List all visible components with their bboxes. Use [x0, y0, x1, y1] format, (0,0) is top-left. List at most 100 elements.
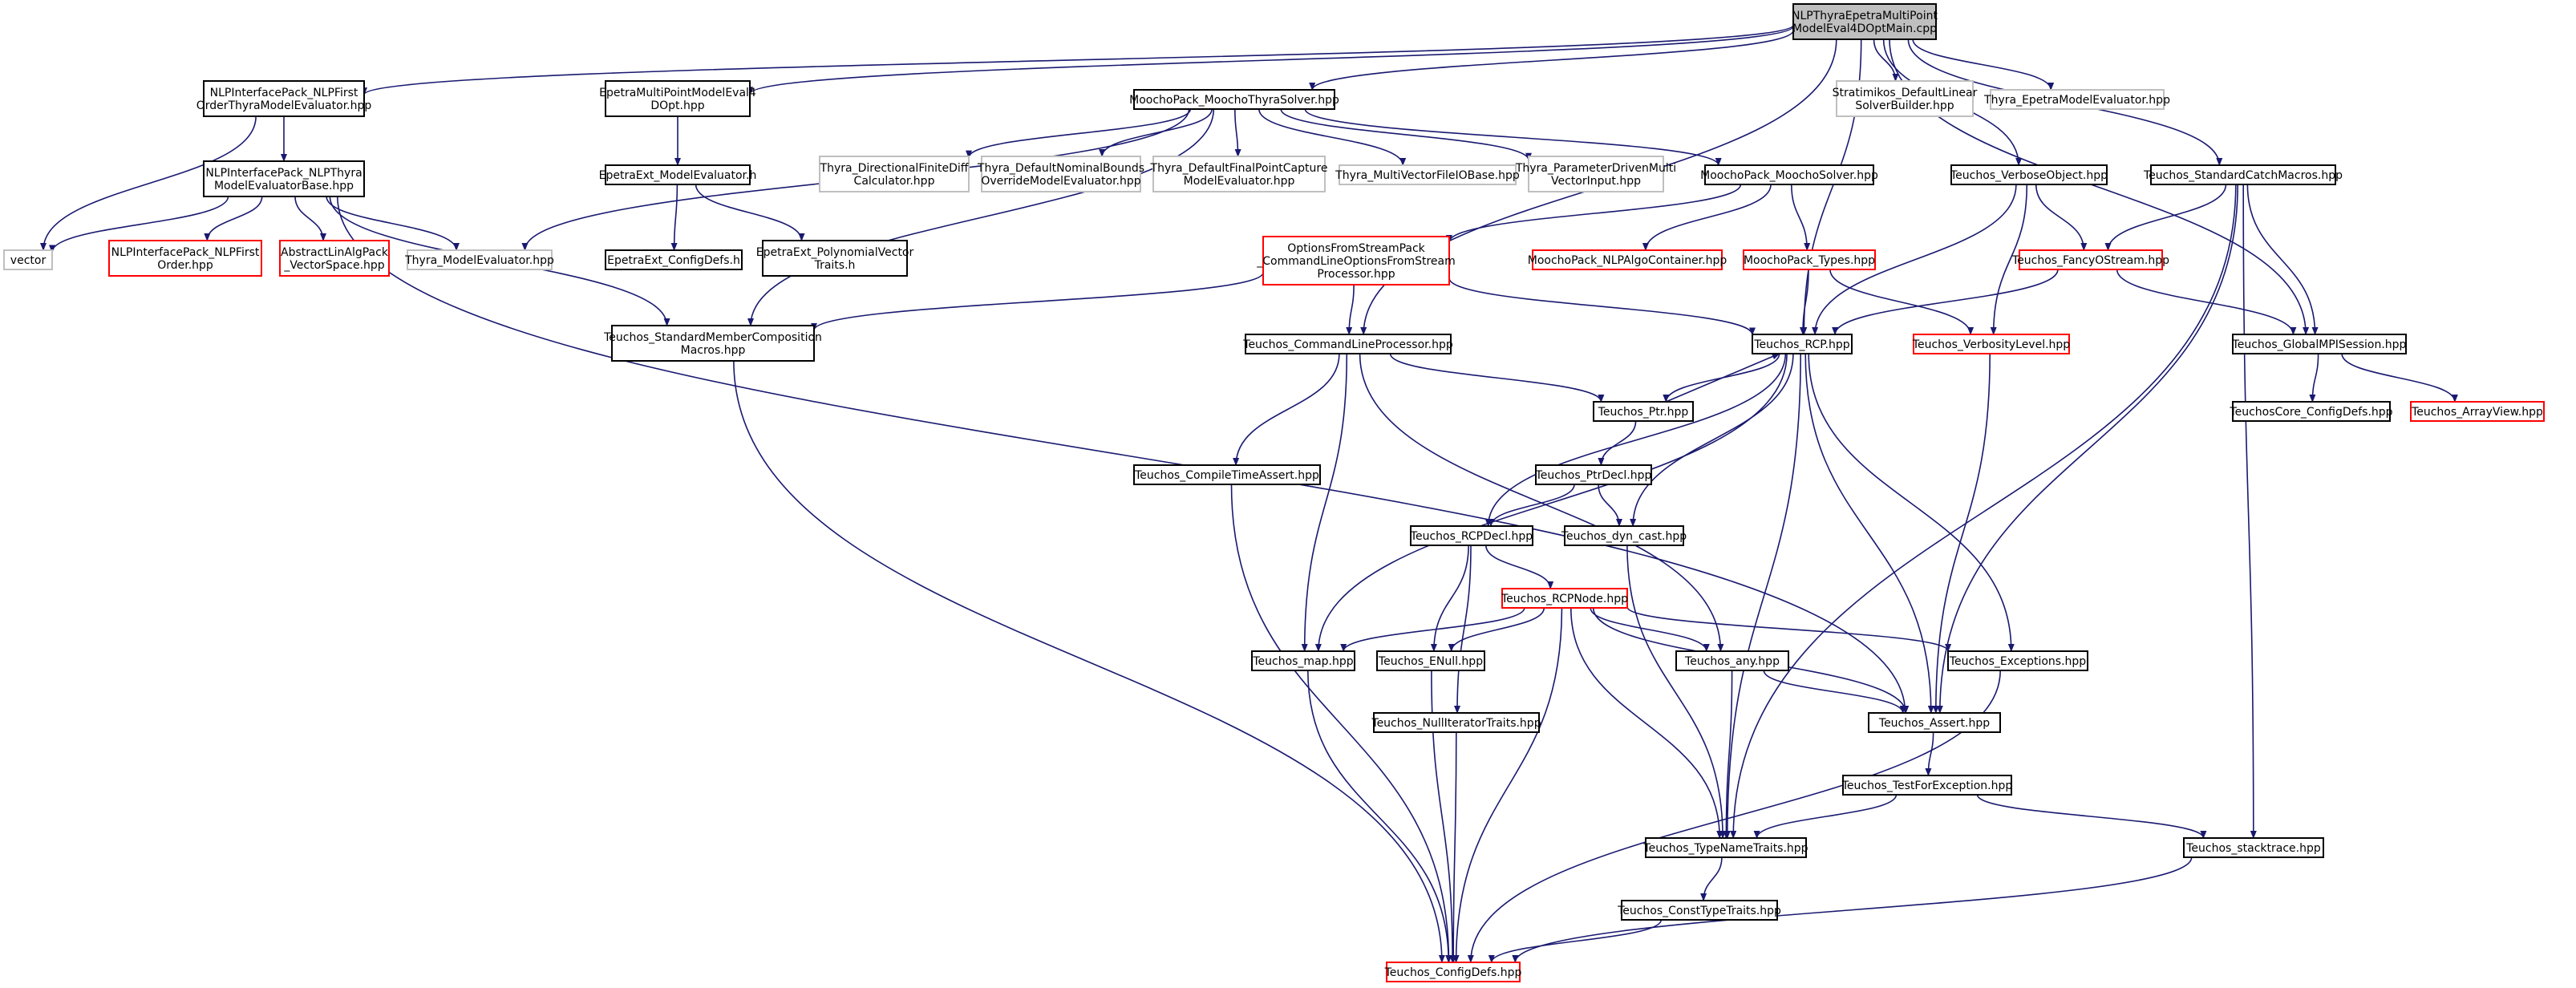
node-nlp-algo[interactable]: MoochoPack_NLPAlgoContainer.hpp — [1528, 249, 1727, 270]
node-ptr-decl[interactable]: Teuchos_PtrDecl.hpp — [1535, 464, 1652, 485]
node-label-line: Teuchos_VerbosityLevel.hpp — [1912, 338, 2071, 351]
node-stratimikos[interactable]: Stratimikos_DefaultLinearSolverBuilder.h… — [1833, 80, 1978, 117]
edge-rcp-to-type_name — [1723, 353, 1801, 839]
node-core-config[interactable]: TeuchosCore_ConfigDefs.hpp — [2229, 401, 2393, 422]
edge-nlp_thyra_base-to-abstract_linalg — [294, 196, 326, 241]
node-assert[interactable]: Teuchos_Assert.hpp — [1868, 712, 2001, 733]
edge-dyn_cast-to-type_name — [1626, 545, 1727, 839]
node-ptr[interactable]: Teuchos_Ptr.hpp — [1593, 401, 1694, 422]
node-options-stream[interactable]: OptionsFromStreamPack_CommandLineOptions… — [1256, 236, 1456, 285]
node-config-defs[interactable]: Teuchos_ConfigDefs.hpp — [1384, 962, 1522, 982]
node-thyra-epetra-me[interactable]: Thyra_EpetraModelEvaluator.hpp — [1983, 89, 2170, 110]
node-label-line: NLPThyraEpetraMultiPoint — [1792, 10, 1938, 22]
edge-nlp_thyra_base-to-vector — [49, 196, 229, 253]
node-null-iter[interactable]: Teuchos_NullIteratorTraits.hpp — [1371, 712, 1541, 733]
node-label-line: Teuchos_TestForException.hpp — [1841, 779, 2013, 792]
node-label-line: Teuchos_dyn_cast.hpp — [1561, 530, 1687, 543]
node-nlp-thyra-base[interactable]: NLPInterfacePack_NLPThyraModelEvaluatorB… — [203, 160, 365, 197]
edge-global_mpi-to-core_config — [2309, 353, 2319, 403]
edge-moocho_solver-to-options_stream — [1446, 184, 1742, 243]
node-label-line: _CommandLineOptionsFromStream — [1256, 255, 1456, 268]
node-label-line: Teuchos_ConstTypeTraits.hpp — [1617, 905, 1781, 917]
node-rcp-decl[interactable]: Teuchos_RCPDecl.hpp — [1410, 525, 1533, 546]
edge-moocho_solver-to-nlp_algo — [1642, 184, 1772, 251]
node-thyra-param[interactable]: Thyra_ParameterDrivenMultiVectorInput.hp… — [1515, 156, 1676, 192]
node-box — [2019, 249, 2163, 270]
node-box — [1704, 164, 1874, 185]
node-test-exc[interactable]: Teuchos_TestForException.hpp — [1841, 775, 2013, 796]
edge-options_stream-to-rcp — [1448, 277, 1756, 336]
node-box — [1133, 464, 1321, 485]
edge-rcp_node-to-exceptions — [1626, 606, 1951, 652]
node-box — [981, 156, 1141, 192]
node-const-type[interactable]: Teuchos_ConstTypeTraits.hpp — [1617, 900, 1781, 921]
node-moocho-solver[interactable]: MoochoPack_MoochoSolver.hpp — [1700, 164, 1878, 185]
node-vector[interactable]: vector — [3, 249, 53, 270]
node-box — [1245, 334, 1452, 354]
node-rcp[interactable]: Teuchos_RCP.hpp — [1752, 334, 1853, 354]
edge-assert-to-test_exc — [1925, 731, 1934, 776]
edge-ptr-to-rcp — [1665, 353, 1780, 403]
node-cmdline[interactable]: Teuchos_CommandLineProcessor.hpp — [1242, 334, 1453, 354]
node-root[interactable]: NLPThyraEpetraMultiPointModelEval4DOptMa… — [1792, 3, 1938, 40]
node-box — [1262, 236, 1450, 285]
node-fancy-ostream[interactable]: Teuchos_FancyOStream.hpp — [2011, 249, 2169, 270]
node-label-line: Calculator.hpp — [854, 175, 935, 188]
node-box — [1410, 525, 1533, 546]
node-thyra-me[interactable]: Thyra_ModelEvaluator.hpp — [404, 249, 554, 270]
node-thyra-def-final[interactable]: Thyra_DefaultFinalPointCaptureModelEvalu… — [1150, 156, 1328, 192]
node-any[interactable]: Teuchos_any.hpp — [1675, 650, 1789, 671]
node-stacktrace[interactable]: Teuchos_stacktrace.hpp — [2183, 837, 2324, 858]
node-global-mpi[interactable]: Teuchos_GlobalMPISession.hpp — [2232, 334, 2407, 354]
edge-std_catch-to-type_name — [1730, 184, 2237, 839]
node-nlp-first-order-thyra[interactable]: NLPInterfacePack_NLPFirstOrderThyraModel… — [196, 80, 372, 117]
node-label-line: ModelEvaluator.hpp — [1184, 175, 1295, 188]
edge-root-to-thyra_epetra_me — [1912, 38, 2055, 91]
node-dyn-cast[interactable]: Teuchos_dyn_cast.hpp — [1561, 525, 1687, 546]
node-box — [1564, 525, 1684, 546]
node-arrayview[interactable]: Teuchos_ArrayView.hpp — [2410, 401, 2545, 422]
node-rcp-node[interactable]: Teuchos_RCPNode.hpp — [1501, 588, 1628, 609]
node-box — [1501, 588, 1628, 609]
node-exceptions[interactable]: Teuchos_Exceptions.hpp — [1947, 650, 2088, 671]
node-moocho-types[interactable]: MoochoPack_Types.hpp — [1743, 249, 1876, 270]
node-thyra-def-nom[interactable]: Thyra_DefaultNominalBoundsOverrideModelE… — [977, 156, 1144, 192]
node-box — [1152, 156, 1326, 192]
node-compile-time[interactable]: Teuchos_CompileTimeAssert.hpp — [1133, 464, 1321, 485]
edge-moocho_thyra_solver-to-thyra_def_nom — [1099, 108, 1213, 157]
node-label-line: Thyra_ParameterDrivenMulti — [1515, 162, 1676, 175]
node-map[interactable]: Teuchos_map.hpp — [1251, 650, 1355, 671]
edge-moocho_thyra_solver-to-thyra_param — [1280, 108, 1532, 161]
node-label-line: Teuchos_any.hpp — [1684, 655, 1780, 668]
node-box — [279, 240, 390, 277]
node-type-name[interactable]: Teuchos_TypeNameTraits.hpp — [1642, 837, 1808, 858]
node-label-line: OverrideModelEvaluator.hpp — [981, 175, 1140, 188]
node-abstract-linalg[interactable]: AbstractLinAlgPack_VectorSpace.hpp — [279, 240, 390, 277]
edge-rcp_node-to-any — [1590, 607, 1710, 652]
node-std-catch[interactable]: Teuchos_StandardCatchMacros.hpp — [2143, 164, 2343, 185]
node-label-line: Thyra_EpetraModelEvaluator.hpp — [1983, 94, 2170, 107]
node-epetraext-me[interactable]: EpetraExt_ModelEvaluator.h — [599, 164, 757, 185]
node-enull[interactable]: Teuchos_ENull.hpp — [1376, 650, 1485, 671]
node-verbosity[interactable]: Teuchos_VerbosityLevel.hpp — [1912, 334, 2071, 354]
edge-rcp-to-rcp_decl — [1484, 353, 1787, 527]
node-verbose-object[interactable]: Teuchos_VerboseObject.hpp — [1950, 164, 2108, 185]
edge-moocho_types-to-rcp — [1800, 269, 1809, 335]
node-thyra-mv-io[interactable]: Thyra_MultiVectorFileIOBase.hpp — [1335, 164, 1520, 185]
edge-rcp_node-to-type_name — [1570, 607, 1723, 839]
node-box — [1621, 900, 1778, 921]
edge-rcp-to-assert — [1804, 353, 1934, 714]
node-std-member[interactable]: Teuchos_StandardMemberCompositionMacros.… — [603, 325, 822, 362]
node-moocho-thyra-solver[interactable]: MoochoPack_MoochoThyraSolver.hpp — [1129, 89, 1339, 110]
edge-std_catch-to-assert — [1936, 184, 2238, 714]
node-label-line: VectorInput.hpp — [1551, 175, 1641, 188]
edge-rcp_node-to-enull — [1448, 607, 1545, 652]
node-label-line: Processor.hpp — [1317, 268, 1395, 281]
node-label-line: EpetraExt_ConfigDefs.h — [607, 254, 740, 267]
node-epetraext-config[interactable]: EpetraExt_ConfigDefs.h — [605, 249, 743, 270]
node-thyra-dir-fd[interactable]: Thyra_DirectionalFiniteDiffCalculator.hp… — [819, 156, 970, 192]
node-label-line: EpetraExt_PolynomialVector — [756, 246, 914, 259]
